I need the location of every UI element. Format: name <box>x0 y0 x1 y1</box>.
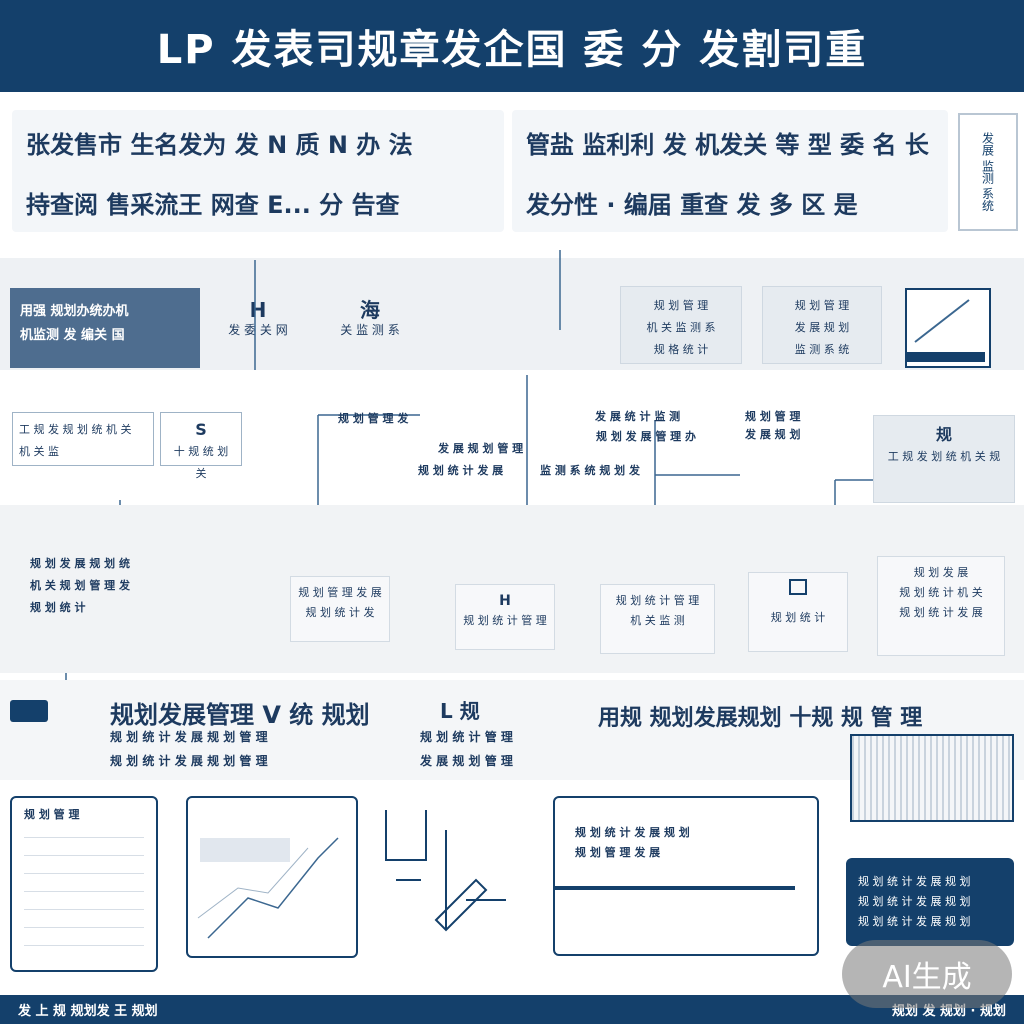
band-start-box: 用强 规划办统办机 机监测 发 编关 国 <box>10 288 200 368</box>
row3-node-2-title: H <box>499 593 511 609</box>
row2-box-1: 工 规 发 规 划 统 机 关 机 关 监 <box>12 412 154 466</box>
bottom-panel-3-line2: 规 划 管 理 发 展 <box>575 846 661 859</box>
row2-box-1-text: 工 规 发 规 划 统 机 关 <box>19 423 132 436</box>
band-card-2-line1: 规 划 管 理 <box>794 299 850 312</box>
intro-left-block: 张发售市 生名发为 发 N 质 N 办 法 持查阅 售采流王 网查 E... 分… <box>12 110 504 232</box>
bottom-panel-diagram <box>376 790 536 960</box>
row2-label-7: 规 划 管 理 <box>745 410 801 423</box>
row2-label-8: 发 展 规 划 <box>745 428 801 441</box>
band-card-1: 规 划 管 理 机 关 监 测 系 规 格 统 计 <box>620 286 742 364</box>
row2-box-2-title: S <box>195 420 207 439</box>
diagram-title: LP 发表司规章发企国 委 分 发割司重 <box>156 27 868 73</box>
window-icon <box>789 579 807 595</box>
row3-node-4-text: 规 划 统 计 <box>770 611 826 624</box>
row3-node-3: 规 划 统 计 管 理 机 关 监 测 <box>600 584 715 654</box>
strip-table-thumbnail <box>850 734 1014 822</box>
band-chip-1-sub: 发 委 关 网 <box>228 323 288 337</box>
intro-right-block: 管盐 监利利 发 机发关 等 型 委 名 长 发分性 · 编届 重查 发 多 区… <box>512 110 948 232</box>
bottom-dark-line3: 规 划 统 计 发 展 规 划 <box>858 915 971 928</box>
strip-center-sub1: 规 划 统 计 管 理 <box>420 730 513 744</box>
row3-left-line1: 规 划 发 展 规 划 统 <box>30 557 130 570</box>
bottom-panel-3-line1: 规 划 统 计 发 展 规 划 <box>575 826 690 839</box>
row2-label-3: 规 划 统 计 发 展 <box>418 464 504 477</box>
strip-right-title: 用规 规划发展规划 十规 规 管 理 <box>598 706 923 731</box>
bottom-dark-line1: 规 划 统 计 发 展 规 划 <box>858 875 971 888</box>
row3-node-1: 规 划 管 理 发 展 规 划 统 计 发 <box>290 576 390 642</box>
row3-right-line1: 规 划 发 展 <box>913 566 969 579</box>
strip-center-title: L 规 <box>440 699 480 723</box>
row2-label-6: 监 测 系 统 规 划 发 <box>540 464 640 477</box>
bottom-panel-1: 规 划 管 理 <box>10 796 158 972</box>
row3-node-1-text: 规 划 管 理 发 展 <box>298 586 382 599</box>
band-card-2-line2: 发 展 规 划 <box>794 321 850 334</box>
doc-card-label: 发展 监测 系统 <box>980 132 995 212</box>
strip-left-sub2: 规 划 统 计 发 展 规 划 管 理 <box>110 754 268 768</box>
row2-label-1: 规 划 管 理 发 <box>338 412 409 425</box>
ai-generated-watermark: AI生成 <box>842 940 1012 1008</box>
band-chart-thumbnail <box>905 288 991 368</box>
band-card-1-line3: 规 格 统 计 <box>653 343 709 356</box>
row3-node-4: 规 划 统 计 <box>748 572 848 652</box>
row3-right-box: 规 划 发 展 规 划 统 计 机 关 规 划 统 计 发 展 <box>877 556 1005 656</box>
bottom-panel-2 <box>186 796 358 958</box>
strip-tag-icon <box>10 700 48 722</box>
bottom-panel-3: 规 划 统 计 发 展 规 划 规 划 管 理 发 展 <box>553 796 819 956</box>
row2-right-box-text: 工 规 发 划 统 机 关 规 <box>887 450 1001 463</box>
band-chip-2-sub: 关 监 测 系 <box>340 323 400 337</box>
watermark-text: AI生成 <box>882 960 972 995</box>
row3-right-line2: 规 划 统 计 机 关 <box>899 586 983 599</box>
row2-right-box-title: 规 <box>935 425 952 444</box>
diagram-title-bar: LP 发表司规章发企国 委 分 发割司重 <box>0 0 1024 92</box>
data-grid-icon <box>24 836 144 946</box>
row2-label-5: 规 划 发 展 管 理 办 <box>596 430 696 443</box>
strip-left-sub1: 规 划 统 计 发 展 规 划 管 理 <box>110 730 268 744</box>
network-map-icon <box>197 837 339 939</box>
band-card-1-line2: 机 关 监 测 系 <box>646 321 716 334</box>
geometry-diagram-icon <box>385 810 506 932</box>
row2-box-2: S 十 规 统 划 关 <box>160 412 242 480</box>
bottom-dark-panel: 规 划 统 计 发 展 规 划 规 划 统 计 发 展 规 划 规 划 统 计 … <box>846 858 1014 946</box>
intro-left-line1: 张发售市 生名发为 发 N 质 N 办 法 <box>26 131 413 159</box>
row2-label-2: 发 展 规 划 管 理 <box>438 442 524 455</box>
intro-right-line2: 发分性 · 编届 重查 发 多 区 是 <box>526 191 858 219</box>
row2-right-box: 规 工 规 发 划 统 机 关 规 <box>873 415 1015 503</box>
bottom-panel-3-rule <box>555 886 795 890</box>
row3-right-line3: 规 划 统 计 发 展 <box>899 606 983 619</box>
band-start-line1: 用强 规划办统办机 <box>20 304 129 319</box>
intro-right-line1: 管盐 监利利 发 机发关 等 型 委 名 长 <box>526 131 929 159</box>
band-start-line2: 机监测 发 编关 国 <box>20 328 125 343</box>
band-chip-1-title: H <box>249 298 267 322</box>
band-chip-2-title: 海 <box>360 298 380 322</box>
band-card-2: 规 划 管 理 发 展 规 划 监 测 系 统 <box>762 286 882 364</box>
row3-left-line2: 机 关 规 划 管 理 发 <box>30 579 130 592</box>
band-chip-2: 海 关 监 测 系 <box>330 300 410 340</box>
intro-left-line2: 持查阅 售采流王 网查 E... 分 告查 <box>26 191 400 219</box>
bottom-panel-1-title: 规 划 管 理 <box>24 808 80 821</box>
doc-card: 发展 监测 系统 <box>958 113 1018 231</box>
strip-left-title: 规划发展管理 V 统 规划 <box>110 701 370 729</box>
row3-node-3-text: 规 划 统 计 管 理 <box>615 594 700 607</box>
band-card-2-line3: 监 测 系 统 <box>794 343 850 356</box>
row2-box-1-sub: 机 关 监 <box>19 445 59 458</box>
row3-left-group: 规 划 发 展 规 划 统 机 关 规 划 管 理 发 规 划 统 计 <box>30 555 130 617</box>
trend-line-icon <box>907 299 985 362</box>
strip-center-sub2: 发 展 规 划 管 理 <box>420 754 513 768</box>
band-chip-1: H 发 委 关 网 <box>218 300 298 340</box>
row3-node-2-text: 规 划 统 计 管 理 <box>463 614 547 627</box>
row3-left-line3: 规 划 统 计 <box>30 601 86 614</box>
row3-node-1-sub: 规 划 统 计 发 <box>305 606 375 619</box>
row2-label-4: 发 展 统 计 监 测 <box>595 410 681 423</box>
footer-left-text: 发 上 规 规划发 王 规划 <box>18 1004 158 1019</box>
row2-box-2-text: 十 规 统 划 关 <box>173 445 229 480</box>
row3-node-3-sub: 机 关 监 测 <box>630 614 685 627</box>
row3-node-2: H 规 划 统 计 管 理 <box>455 584 555 650</box>
band-card-1-line1: 规 划 管 理 <box>653 299 709 312</box>
bottom-dark-line2: 规 划 统 计 发 展 规 划 <box>858 895 971 908</box>
